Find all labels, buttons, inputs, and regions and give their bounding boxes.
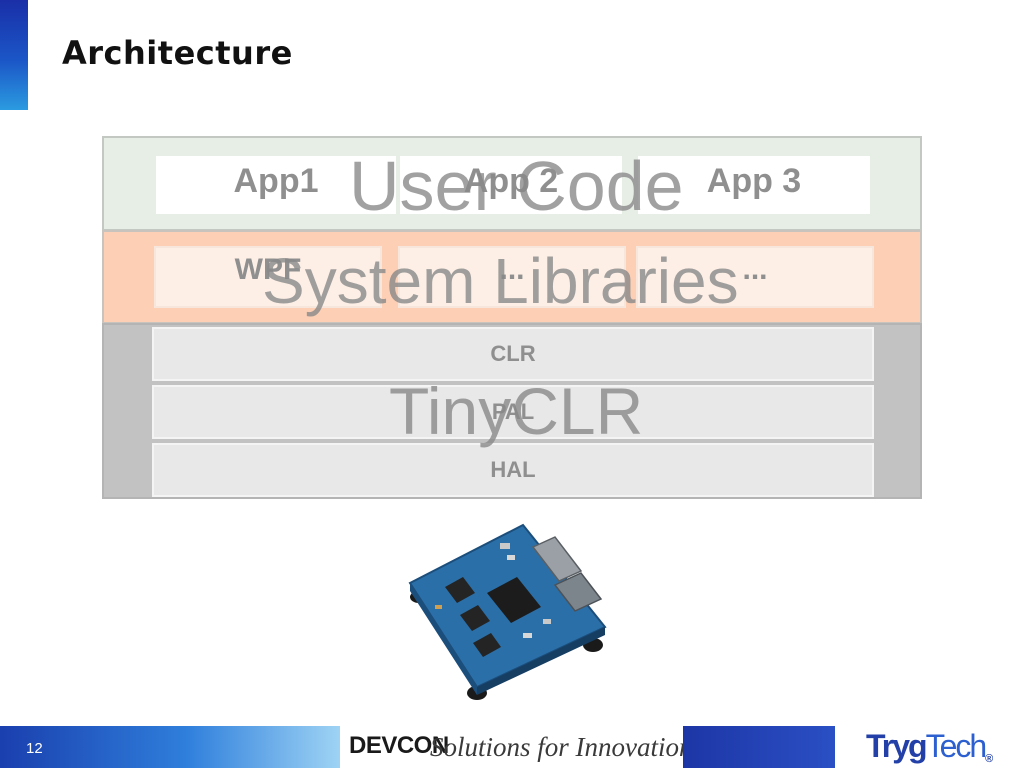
circuit-board-image bbox=[408, 523, 607, 700]
pal-box: PAL bbox=[152, 385, 874, 439]
lib-box-3: ... bbox=[636, 246, 874, 308]
trygtech-logo-tech: Tech bbox=[925, 728, 988, 764]
lib-box-2: ... bbox=[398, 246, 626, 308]
devcon-logo: DEVCON bbox=[349, 732, 449, 759]
lib-box-wpf: WPF bbox=[154, 246, 382, 308]
hal-box: HAL bbox=[152, 443, 874, 497]
footer-gradient-bar bbox=[0, 726, 340, 768]
user-code-layer: App1 App 2 App 3 User Code bbox=[102, 136, 922, 231]
trygtech-logo-tryg: Tryg bbox=[866, 728, 928, 764]
footer-tagline: Solutions for Innovation bbox=[430, 732, 693, 762]
page-number: 12 bbox=[26, 740, 43, 757]
app-box-1: App1 bbox=[156, 156, 396, 214]
tinyclr-layer: CLR PAL HAL TinyCLR bbox=[102, 323, 922, 499]
trygtech-logo: TrygTech® bbox=[866, 728, 993, 765]
trygtech-logo-mark: ® bbox=[985, 753, 994, 765]
clr-box: CLR bbox=[152, 327, 874, 381]
app-box-3: App 3 bbox=[638, 156, 870, 214]
system-libraries-layer: WPF ... ... System Libraries bbox=[102, 230, 922, 324]
app-box-2: App 2 bbox=[400, 156, 622, 214]
title-accent-bar bbox=[0, 0, 28, 110]
slide-title: Architecture bbox=[62, 34, 293, 72]
footer-blue-block bbox=[683, 726, 835, 768]
